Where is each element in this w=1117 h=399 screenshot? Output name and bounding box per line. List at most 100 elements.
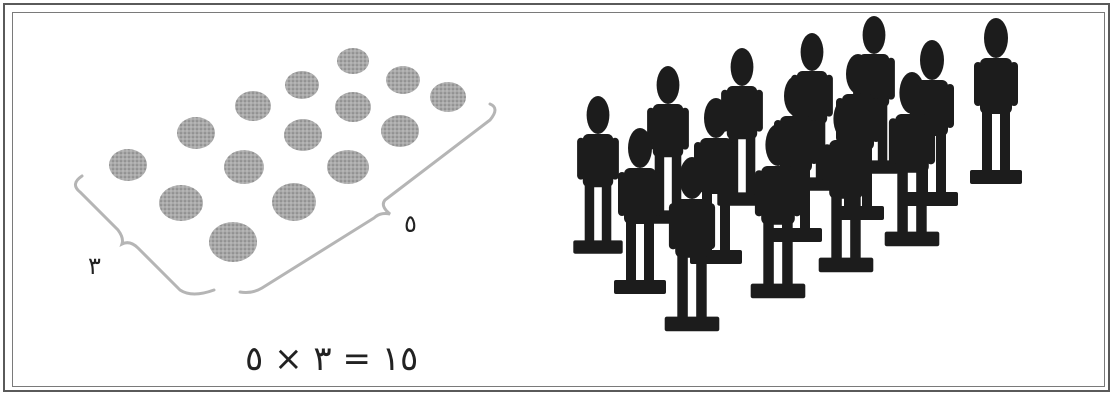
rows-bracket [74, 174, 216, 296]
dot-grid [109, 48, 466, 262]
soldier-part [800, 32, 824, 71]
soldier-part [675, 199, 709, 258]
dot [327, 150, 369, 184]
toy-soldiers-group [573, 15, 1022, 332]
soldier-part [681, 107, 689, 150]
soldier-part [800, 166, 810, 230]
figure-inner-frame [12, 12, 1105, 387]
soldier-part [974, 62, 982, 106]
soldier-part [872, 98, 880, 142]
soldier-part [829, 140, 863, 199]
figure-frame [3, 3, 1110, 392]
soldier-part [926, 118, 936, 165]
soldier-part [626, 218, 636, 282]
toy-soldier [573, 95, 623, 254]
soldier-part [831, 192, 842, 260]
soldier-part [761, 166, 795, 225]
soldier-part [846, 54, 870, 94]
soldier-part [899, 72, 925, 115]
soldier-part [980, 58, 1012, 114]
soldier-part [677, 251, 688, 319]
soldier-part [754, 170, 764, 217]
soldier-part [765, 124, 791, 166]
soldier-part [825, 74, 833, 117]
soldier-part [664, 316, 720, 332]
dot [109, 149, 147, 181]
toy-soldier [664, 157, 720, 332]
equation: ١٥ = ٣ × ٥ [245, 339, 419, 379]
dot [177, 117, 215, 149]
soldier-part [763, 218, 774, 286]
soldier-part [792, 170, 802, 217]
toy-soldier [818, 98, 874, 273]
soldier-part [780, 116, 812, 172]
columns-label: ٥ [404, 210, 417, 238]
soldier-part [877, 101, 888, 163]
soldier-part [671, 151, 682, 213]
dot [284, 119, 322, 151]
soldier-part [784, 76, 808, 116]
soldier-part [730, 142, 738, 186]
soldier-part [577, 137, 585, 180]
soldier-part [618, 172, 626, 216]
soldier-part [679, 157, 705, 199]
soldier-part [920, 40, 944, 80]
soldier-part [1000, 108, 1010, 172]
soldier-part [815, 118, 826, 180]
dot [430, 82, 466, 112]
soldier-part [582, 134, 614, 188]
soldier-part [810, 120, 818, 164]
soldier-part [644, 218, 654, 282]
dot [159, 185, 203, 221]
soldier-part [586, 95, 610, 134]
soldier-part [614, 280, 666, 294]
soldier-part [704, 98, 728, 138]
soldier-part [720, 188, 730, 252]
toy-soldier [614, 128, 666, 294]
soldier-part [770, 228, 822, 242]
dot [381, 115, 419, 147]
soldier-part [822, 144, 832, 191]
soldier-part [668, 203, 678, 250]
soldier-part [782, 218, 793, 286]
soldier-part [652, 103, 684, 158]
soldier-part [700, 138, 732, 194]
soldier-part [726, 85, 758, 140]
soldier-part [696, 251, 707, 319]
soldier-part [884, 231, 940, 247]
soldier-part [755, 89, 763, 132]
soldier-part [1010, 62, 1018, 106]
soldier-part [984, 18, 1008, 58]
dot [335, 92, 371, 122]
soldier-part [818, 257, 874, 273]
soldier-part [897, 166, 908, 234]
soldier-part [833, 98, 859, 140]
toy-soldier [884, 72, 940, 247]
soldier-part [946, 84, 954, 128]
dot [224, 150, 264, 184]
soldier-part [584, 181, 595, 243]
soldier-part [611, 137, 619, 180]
dot [386, 66, 420, 94]
soldier-part [906, 192, 958, 206]
soldier-part [982, 108, 992, 172]
dot [285, 71, 319, 99]
toy-soldier [750, 124, 806, 299]
soldier-part [850, 192, 861, 260]
soldier-part [656, 65, 680, 104]
soldier-part [895, 114, 929, 173]
soldier-part [887, 57, 895, 100]
dot [337, 48, 369, 74]
soldier-part [628, 128, 652, 168]
soldier-part [730, 47, 754, 86]
soldier-part [916, 166, 927, 234]
soldier-part [860, 144, 870, 191]
dot [235, 91, 271, 121]
dot [272, 183, 316, 221]
soldier-part [654, 172, 662, 216]
soldier-part [750, 283, 806, 299]
dot [209, 222, 257, 262]
soldier-part [888, 118, 898, 165]
soldier-part [970, 170, 1022, 184]
